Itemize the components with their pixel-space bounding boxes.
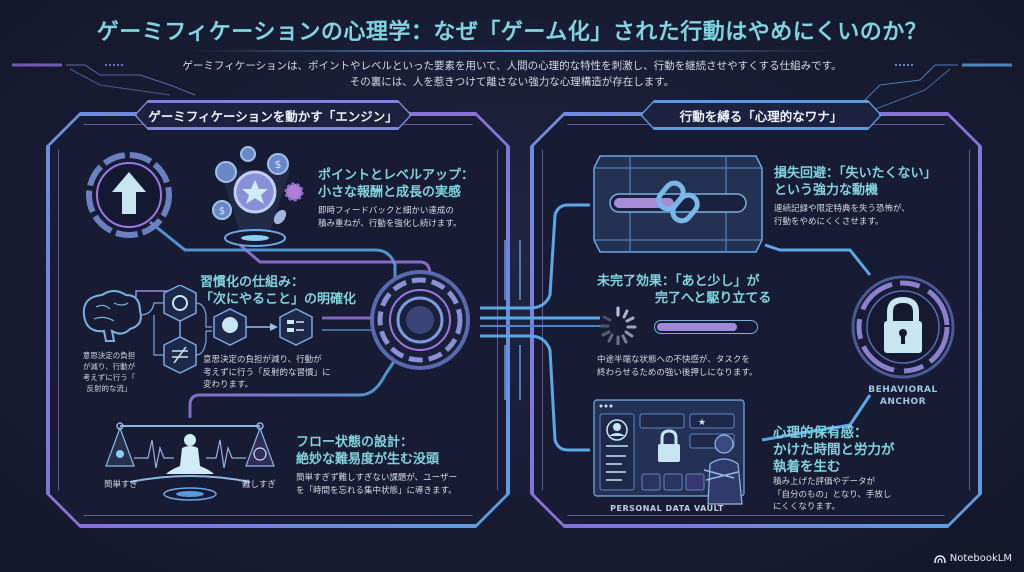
chained-progress-box-icon xyxy=(593,155,763,253)
subtitle-line-1: ゲーミフィケーションは、ポイントやレベルといった要素を用いて、人間の心理的な特性… xyxy=(182,60,842,72)
vault-lock-icon xyxy=(658,444,680,462)
scale-left-label: 簡単すぎ xyxy=(104,480,139,490)
central-hub-icon xyxy=(370,270,470,370)
left-panel-title: ゲーミフィケーションを動かす「エンジン」 xyxy=(136,102,410,128)
svg-text:$: $ xyxy=(219,206,225,217)
stopwatch-icon xyxy=(253,447,267,461)
progress-bar-fill xyxy=(657,323,737,331)
data-vault-window-icon: ★ xyxy=(593,399,745,505)
process-hex-icon xyxy=(279,308,313,346)
loading-spinner-icon xyxy=(599,306,637,345)
subtitle-line-2: その裏には、人を惹きつけて離さない強力な心理構造が存在します。 xyxy=(349,76,675,88)
notebooklm-logo-icon xyxy=(934,554,946,563)
loss-aversion-body: 連続記録や限定特典を失う恐怖が、 行動をやめにくくさせます。 xyxy=(774,204,910,227)
star-badge-icon: ★ xyxy=(698,418,706,428)
brain-caption: 意思決定の負担 が減り、行動が 考えずに行う「 反射的な流」 xyxy=(82,351,136,393)
loss-aversion-heading: 損失回避：「失いたくない」 という強力な動機 xyxy=(774,166,937,198)
brand-label: NotebookLM xyxy=(949,553,1012,564)
ownership-heading: 心理的保有感： かけた時間と労力が 執着を生む xyxy=(773,425,895,475)
easy-icon xyxy=(116,450,124,458)
refresh-hex-icon xyxy=(163,285,197,322)
habit-heading: 習慣化の仕組み： 「次にやること」の明確化 xyxy=(200,275,357,307)
reward-coins-icon: $ $ xyxy=(212,146,304,247)
brain-icon xyxy=(82,290,142,342)
ownership-body: 積み上げた評価やデータが 「自分のもの」となり、手放し にくくなります。 xyxy=(773,477,892,512)
flow-body: 簡単すぎず難しすぎない課題が、ユーザー を「時間を忘れる集中状態」に導きます。 xyxy=(296,473,457,496)
balance-scale-icon xyxy=(105,422,275,501)
vault-caption: PERSONAL DATA VAULT xyxy=(610,504,724,513)
meditation-figure-icon xyxy=(166,434,214,474)
progress-bar xyxy=(654,320,758,334)
habit-flow-diagram xyxy=(82,285,313,374)
anchor-caption: BEHAVIORAL ANCHOR xyxy=(868,385,938,407)
right-panel-title: 行動を縛る「心理的なワナ」 xyxy=(642,102,880,128)
title-divider xyxy=(190,50,834,52)
gear-icon xyxy=(284,182,304,202)
scale-right-label: 難しすぎ xyxy=(242,480,276,490)
habit-body: 意思決定の負担が減り、行動が 考えずに行う「反射的な習慣」に 変わります。 xyxy=(203,355,331,390)
padlock-icon xyxy=(851,275,955,379)
header-circuit-decoration xyxy=(12,63,1012,115)
zeigarnik-body: 中途半端な状態への不快感が、タスクを 終わらせるための強い後押しになります。 xyxy=(597,355,758,378)
person-hugging-icon xyxy=(703,434,743,505)
brand-watermark: NotebookLM xyxy=(934,553,1012,564)
user-avatar-icon xyxy=(606,419,628,441)
dollar-icon: $ xyxy=(275,158,282,171)
points-heading: ポイントとレベルアップ： 小さな報酬と成長の実感 xyxy=(318,168,475,200)
chain-link-icon xyxy=(656,180,700,224)
points-body: 即時フィードバックと細かい達成の 積み重ねが、行動を強化し続けます。 xyxy=(318,206,462,229)
level-up-arrow-icon xyxy=(86,152,172,238)
zeigarnik-heading: 未完了効果：「あと少し」が 完了へと駆り立てる xyxy=(597,274,772,306)
page-subtitle: ゲーミフィケーションは、ポイントやレベルといった要素を用いて、人間の心理的な特性… xyxy=(0,58,1024,90)
star-icon xyxy=(242,180,268,204)
flow-heading: フロー状態の設計： 絶妙な難易度が生む没頭 xyxy=(296,435,440,467)
page-title: ゲーミフィケーションの心理学：なぜ「ゲーム化」された行動はやめにくいのか？ xyxy=(96,20,928,45)
